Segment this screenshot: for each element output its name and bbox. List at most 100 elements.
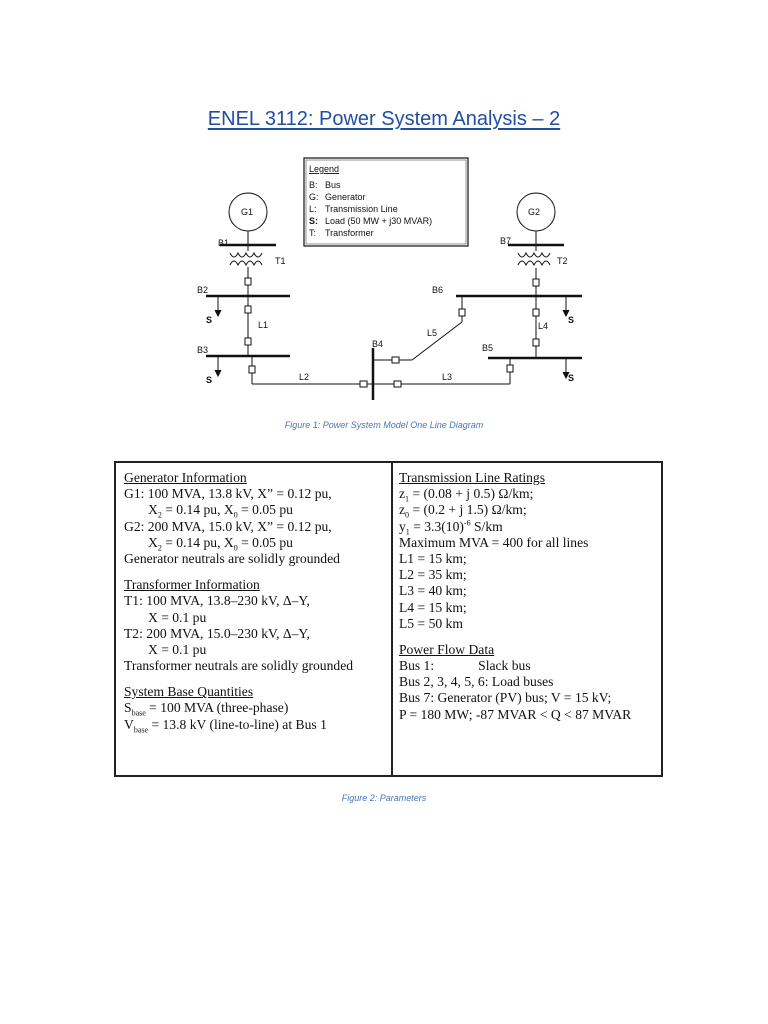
bus1-label: Bus 1: [399, 658, 435, 674]
bus1-line: Bus 1: Slack bus [399, 658, 661, 674]
generator-bus-line: Bus 7: Generator (PV) bus; V = 15 kV; [399, 690, 612, 706]
legend-text: Transformer [325, 228, 374, 238]
g1-line: G1: 100 MVA, 13.8 kV, X” = 0.12 pu, [124, 486, 332, 502]
value: = 0.14 pu, X [161, 502, 234, 518]
value: = (0.08 + j 0.5) Ω/km; [409, 486, 534, 502]
column-divider [391, 463, 393, 775]
legend-text: Bus [325, 180, 341, 190]
label-b7: B7 [500, 236, 511, 246]
superscript: -6 [463, 518, 471, 528]
value: = 3.3(10) [409, 518, 464, 534]
label-s-b3: S [206, 375, 212, 385]
label-b6: B6 [432, 285, 443, 295]
subscript: base [133, 725, 149, 735]
legend-key: B: [309, 180, 318, 190]
value: = 100 MVA (three-phase) [145, 700, 289, 716]
l5-length: L5 = 50 km [399, 615, 463, 631]
figure1-caption: Figure 1: Power System Model One Line Di… [284, 420, 484, 430]
one-line-diagram: Legend B: Bus G: Generator L: Transmissi… [197, 157, 582, 400]
label-g1: G1 [241, 207, 253, 217]
s-base-line: Sbase = 100 MVA (three-phase) [124, 700, 386, 719]
subscript: 1 [405, 527, 410, 537]
y1-line: y1 = 3.3(10)-6 S/km [399, 518, 661, 537]
subscript: 1 [405, 494, 410, 504]
label-t1: T1 [275, 256, 286, 266]
label-l2: L2 [299, 372, 309, 382]
symbol: y [399, 518, 406, 534]
g2-line: G2: 200 MVA, 15.0 kV, X” = 0.12 pu, [124, 518, 332, 534]
subscript: 2 [157, 511, 162, 521]
unit: S/km [470, 518, 503, 534]
max-mva-line: Maximum MVA = 400 for all lines [399, 534, 589, 550]
symbol: z [399, 486, 406, 502]
value: = 0.05 pu [237, 534, 293, 550]
label-g2: G2 [528, 207, 540, 217]
g1-reactance-line: X2 = 0.14 pu, X0 = 0.05 pu [124, 502, 386, 521]
label-s-b5: S [568, 373, 574, 383]
label-s-b6: S [568, 315, 574, 325]
subscript: 0 [233, 511, 238, 521]
legend-box [303, 157, 469, 247]
bus1-value: Slack bus [478, 658, 531, 674]
label-l1: L1 [258, 320, 268, 330]
value: = 0.14 pu, X [161, 534, 234, 550]
symbol: S [124, 700, 132, 716]
parameters-left-column: Generator Information G1: 100 MVA, 13.8 … [124, 470, 386, 735]
parameters-right-column: Transmission Line Ratings z1 = (0.08 + j… [399, 470, 661, 723]
label-b2: B2 [197, 285, 208, 295]
subscript: base [131, 709, 146, 719]
legend-heading: Legend [309, 164, 339, 174]
t2-reactance-line: X = 0.1 pu [148, 641, 207, 657]
l2-length: L2 = 35 km; [399, 567, 467, 583]
generator-neutral-line: Generator neutrals are solidly grounded [124, 550, 340, 566]
t2-line: T2: 200 MVA, 15.0–230 kV, Δ–Y, [124, 625, 310, 641]
legend-text: Transmission Line [325, 204, 398, 214]
symbol: X [148, 502, 158, 518]
symbol: V [124, 716, 134, 732]
subscript: 0 [405, 511, 410, 521]
label-b5: B5 [482, 343, 493, 353]
transformer-neutral-line: Transformer neutrals are solidly grounde… [124, 658, 354, 674]
legend-key: L: [309, 204, 317, 214]
load-buses-line: Bus 2, 3, 4, 5, 6: Load buses [399, 674, 554, 690]
label-l3: L3 [442, 372, 452, 382]
generator-limits-line: P = 180 MW; -87 MVAR < Q < 87 MVAR [399, 706, 632, 722]
label-t2: T2 [557, 256, 568, 266]
page-title: ENEL 3112: Power System Analysis – 2 [207, 108, 561, 130]
z1-line: z1 = (0.08 + j 0.5) Ω/km; [399, 486, 661, 504]
subscript: 2 [157, 543, 162, 553]
z0-line: z0 = (0.2 + j 1.5) Ω/km; [399, 502, 661, 521]
parameters-table: Generator Information G1: 100 MVA, 13.8 … [114, 461, 663, 777]
transformer-heading: Transformer Information [124, 577, 260, 593]
legend-key: G: [309, 192, 319, 202]
label-b4: B4 [372, 339, 383, 349]
generator-heading: Generator Information [124, 470, 247, 485]
symbol: z [399, 502, 406, 518]
base-heading: System Base Quantities [124, 684, 254, 700]
label-b3: B3 [197, 345, 208, 355]
legend-text: Load (50 MW + j30 MVAR) [325, 216, 432, 226]
t1-reactance-line: X = 0.1 pu [148, 609, 207, 625]
label-l5: L5 [427, 328, 437, 338]
subscript: 0 [233, 543, 238, 553]
generator-g2 [516, 192, 556, 232]
figure2-caption: Figure 2: Parameters [341, 793, 427, 803]
l4-length: L4 = 15 km; [399, 599, 467, 615]
legend-key: S: [309, 216, 318, 226]
value: = 13.8 kV (line-to-line) at Bus 1 [148, 716, 327, 732]
l1-length: L1 = 15 km; [399, 550, 467, 566]
v-base-line: Vbase = 13.8 kV (line-to-line) at Bus 1 [124, 716, 386, 735]
t1-line: T1: 100 MVA, 13.8–230 kV, Δ–Y, [124, 593, 310, 609]
g2-reactance-line: X2 = 0.14 pu, X0 = 0.05 pu [124, 534, 386, 553]
value: = 0.05 pu [237, 502, 293, 518]
transformer-t2 [517, 251, 551, 267]
legend-text: Generator [325, 192, 366, 202]
label-s-b2: S [206, 315, 212, 325]
label-b1: B1 [218, 238, 229, 248]
symbol: X [148, 534, 158, 550]
power-flow-heading: Power Flow Data [399, 641, 495, 657]
transformer-t1 [229, 251, 263, 267]
line-ratings-heading: Transmission Line Ratings [399, 470, 546, 485]
legend-key: T: [309, 228, 316, 238]
value: = (0.2 + j 1.5) Ω/km; [409, 502, 527, 518]
